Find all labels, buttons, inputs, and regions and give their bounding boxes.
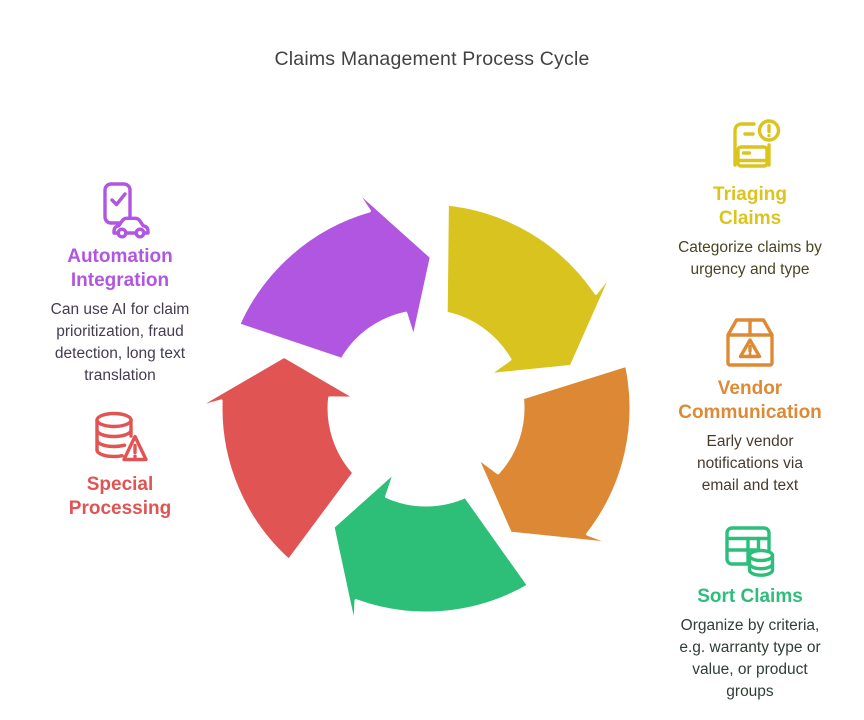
section-title: Triaging Claims <box>713 184 787 229</box>
section-description: Can use AI for claim prioritization, fra… <box>50 301 190 384</box>
section-title: Sort Claims <box>697 586 803 607</box>
section-sort-claims: Sort Claims Organize by criteria, e.g. w… <box>655 519 845 703</box>
section-triaging-claims: Triaging Claims Categorize claims by urg… <box>655 117 845 281</box>
package-alert-icon <box>726 318 774 367</box>
section-automation-integration: Automation Integration Can use AI for cl… <box>25 179 215 387</box>
document-alert-icon <box>733 119 781 168</box>
section-description: Organize by criteria, e.g. warranty type… <box>679 617 821 700</box>
section-title: Vendor Communication <box>678 378 822 423</box>
section-title: Special Processing <box>68 474 172 519</box>
section-description: Early vendor notifications via email and… <box>697 433 803 494</box>
cycle-arrow-triaging-claims <box>423 202 621 392</box>
section-title: Automation Integration <box>67 246 173 291</box>
section-description: Categorize claims by urgency and type <box>678 239 822 278</box>
section-vendor-communication: Vendor Communication Early vendor notifi… <box>655 311 845 497</box>
phone-check-car-icon <box>103 182 150 239</box>
page-title: Claims Management Process Cycle <box>274 48 590 70</box>
database-alert-icon <box>95 411 148 462</box>
process-cycle-diagram <box>206 188 646 628</box>
table-database-icon <box>725 526 775 577</box>
section-special-processing: Special Processing <box>25 407 215 527</box>
